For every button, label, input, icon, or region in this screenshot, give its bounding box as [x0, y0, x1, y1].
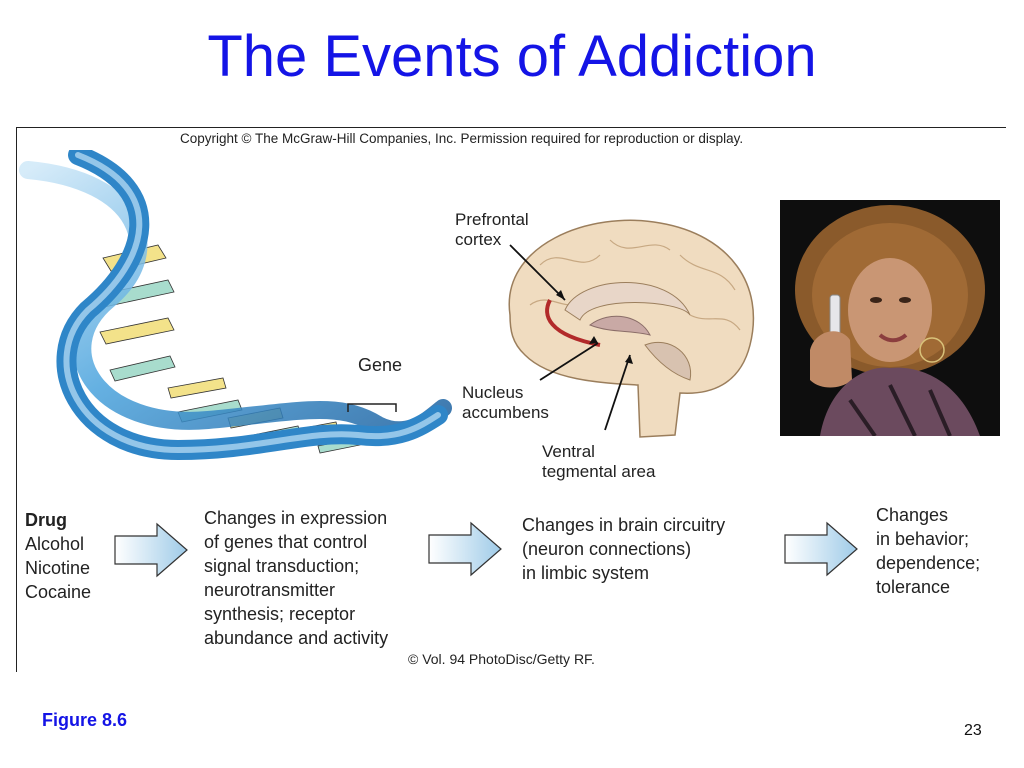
flow-arrow-icon	[428, 521, 502, 577]
gene-expression-step: Changes in expression of genes that cont…	[204, 508, 389, 648]
photo-credit: © Vol. 94 PhotoDisc/Getty RF.	[408, 651, 595, 667]
gene-label: Gene	[358, 355, 403, 375]
gene-bracket	[347, 403, 397, 412]
figure-frame	[16, 127, 1006, 672]
dna-helix-illustration	[19, 150, 452, 461]
prefrontal-cortex-label: Prefrontal cortex	[455, 210, 529, 250]
brain-circuitry-step: Changes in brain circuitry (neuron conne…	[522, 515, 726, 583]
flow-arrow-icon	[114, 522, 188, 578]
figure-label: Figure 8.6	[42, 710, 128, 730]
page-number: 23	[964, 722, 982, 739]
flow-arrow-icon	[784, 521, 858, 577]
drug-list: Alcohol Nicotine Cocaine	[25, 534, 92, 602]
drug-heading: Drug	[25, 510, 67, 530]
copyright-notice: Copyright © The McGraw-Hill Companies, I…	[180, 131, 744, 146]
slide-title: The Events of Addiction	[207, 24, 817, 89]
brain-section-illustration	[508, 219, 755, 438]
behavior-change-step: Changes in behavior; dependence; toleran…	[876, 505, 981, 597]
woman-photo-illustration	[780, 200, 1000, 436]
ventral-tegmental-area-label: Ventral tegmental area	[542, 442, 656, 482]
nucleus-accumbens-label: Nucleus accumbens	[462, 383, 549, 423]
